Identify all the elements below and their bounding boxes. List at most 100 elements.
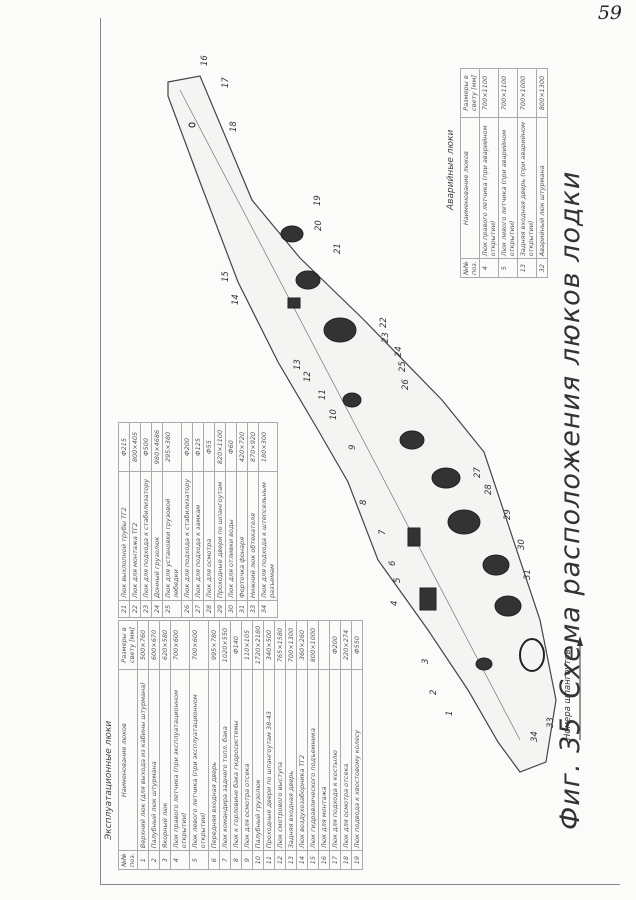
cell-size: Ф200 bbox=[329, 620, 341, 670]
frames-note: Номера шпангоутов bbox=[563, 650, 573, 741]
col-name: Наименование люков bbox=[460, 117, 480, 259]
cell-n: 31 bbox=[236, 600, 248, 618]
cell-name: Форточка фонаря bbox=[236, 471, 248, 601]
callout: 15 bbox=[221, 271, 231, 282]
cell-size: 220×274 bbox=[340, 620, 352, 670]
cell-n: 5 bbox=[189, 850, 209, 870]
cell-size: 360×260 bbox=[296, 620, 308, 670]
callout: 17 bbox=[221, 77, 231, 88]
cell-name: Люк командира заднего топл. бака bbox=[219, 669, 231, 851]
callout: 7 bbox=[378, 529, 388, 535]
cell-size: 295×380 bbox=[162, 422, 182, 472]
cell-n: 7 bbox=[219, 850, 231, 870]
cell-n: 25 bbox=[162, 600, 182, 618]
cell-name: Люк подвода к хвостовому колесу bbox=[351, 669, 363, 851]
callout: 24 bbox=[394, 346, 404, 357]
cell-size: Ф500 bbox=[140, 422, 152, 472]
emergency-caption: Аварийные люки bbox=[446, 129, 456, 210]
callout: 8 bbox=[359, 499, 369, 505]
cell-name: Проходные двери по шпангоутам 38-43 bbox=[263, 669, 275, 851]
callout: 31 bbox=[523, 569, 533, 580]
cell-n: 2 bbox=[148, 850, 160, 870]
cell-name: Донный грузолюк bbox=[151, 471, 163, 601]
callout: 28 bbox=[484, 484, 494, 495]
callout: 11 bbox=[318, 389, 328, 400]
cell-size: Ф550 bbox=[351, 620, 363, 670]
callout: 23 bbox=[381, 332, 391, 343]
cell-n: 12 bbox=[274, 850, 286, 870]
cell-name: Люк левого летчика (при аварийном открыт… bbox=[498, 117, 518, 259]
cell-n: 32 bbox=[536, 258, 548, 278]
cell-n: 26 bbox=[181, 600, 193, 618]
cell-name: Люк для осмотра отсека bbox=[241, 669, 253, 851]
cell-n: 3 bbox=[159, 850, 171, 870]
cell-size: 420×720 bbox=[236, 422, 248, 472]
callout: 22 bbox=[379, 317, 389, 328]
cell-size: 700×1100 bbox=[498, 68, 518, 118]
cell-n: 8 bbox=[230, 850, 242, 870]
callout: 5 bbox=[393, 578, 403, 583]
cell-name: Люк для отливки воды bbox=[225, 471, 237, 601]
cell-size: 800×405 bbox=[129, 422, 141, 472]
cell-n: 5 bbox=[498, 258, 518, 278]
cell-size: Ф55 bbox=[203, 422, 215, 472]
cell-name: Задняя входная дверь (при аварийном откр… bbox=[517, 117, 537, 259]
cell-n: 11 bbox=[263, 850, 275, 870]
cell-name: Люк для монтажа bbox=[318, 669, 330, 851]
cell-name: Люк воздухозаборника ТГ2 bbox=[296, 669, 308, 851]
cell-n: 17 bbox=[329, 850, 341, 870]
callout: 25 bbox=[398, 361, 408, 372]
cell-name: Аварийный люк штурмана bbox=[536, 117, 548, 259]
hatch-shapes bbox=[188, 122, 545, 672]
cell-n: 16 bbox=[318, 850, 330, 870]
callout: 33 bbox=[546, 717, 556, 728]
cell-name: Люк левого летчика (при эксплуатационном… bbox=[189, 669, 209, 851]
callout: 13 bbox=[293, 359, 303, 370]
callout: 21 bbox=[333, 243, 343, 254]
callout: 18 bbox=[229, 121, 239, 132]
col-size: Размеры в свету [мм] bbox=[118, 620, 138, 670]
callout: 9 bbox=[348, 445, 358, 450]
cell-n: 21 bbox=[118, 600, 130, 618]
cell-n: 10 bbox=[252, 850, 264, 870]
cell-name: Люк для осмотра bbox=[203, 471, 215, 601]
operational-hatches-table: №№ поз. Наименование люков Размеры в све… bbox=[118, 620, 363, 870]
cell-n: 9 bbox=[241, 850, 253, 870]
cell-size: 700×600 bbox=[189, 620, 209, 670]
figure-title: Фиг. 35Схема расположения люков лодки bbox=[555, 153, 586, 830]
cell-name: Нижний люк обтекателя bbox=[247, 471, 259, 601]
cell-n: 28 bbox=[203, 600, 215, 618]
cell-name: Передняя входная дверь bbox=[208, 669, 220, 851]
cell-name: Палубный люк штурмана bbox=[148, 669, 160, 851]
callout: 1 bbox=[445, 711, 455, 716]
cell-size: Ф60 bbox=[225, 422, 237, 472]
cell-size: 765×1580 bbox=[274, 620, 286, 670]
cell-n: 19 bbox=[351, 850, 363, 870]
callout: 27 bbox=[473, 467, 483, 478]
cell-n: 22 bbox=[129, 600, 141, 618]
cell-size: Ф215 bbox=[118, 422, 130, 472]
cell-name: Люк для осмотра отсека bbox=[340, 669, 352, 851]
cell-name: Люк выхлопной трубы ТГ2 bbox=[118, 471, 130, 601]
cell-n: 15 bbox=[307, 850, 319, 870]
col-size: Размеры в свету [мм] bbox=[460, 68, 480, 118]
col-name: Наименование люков bbox=[118, 669, 138, 851]
